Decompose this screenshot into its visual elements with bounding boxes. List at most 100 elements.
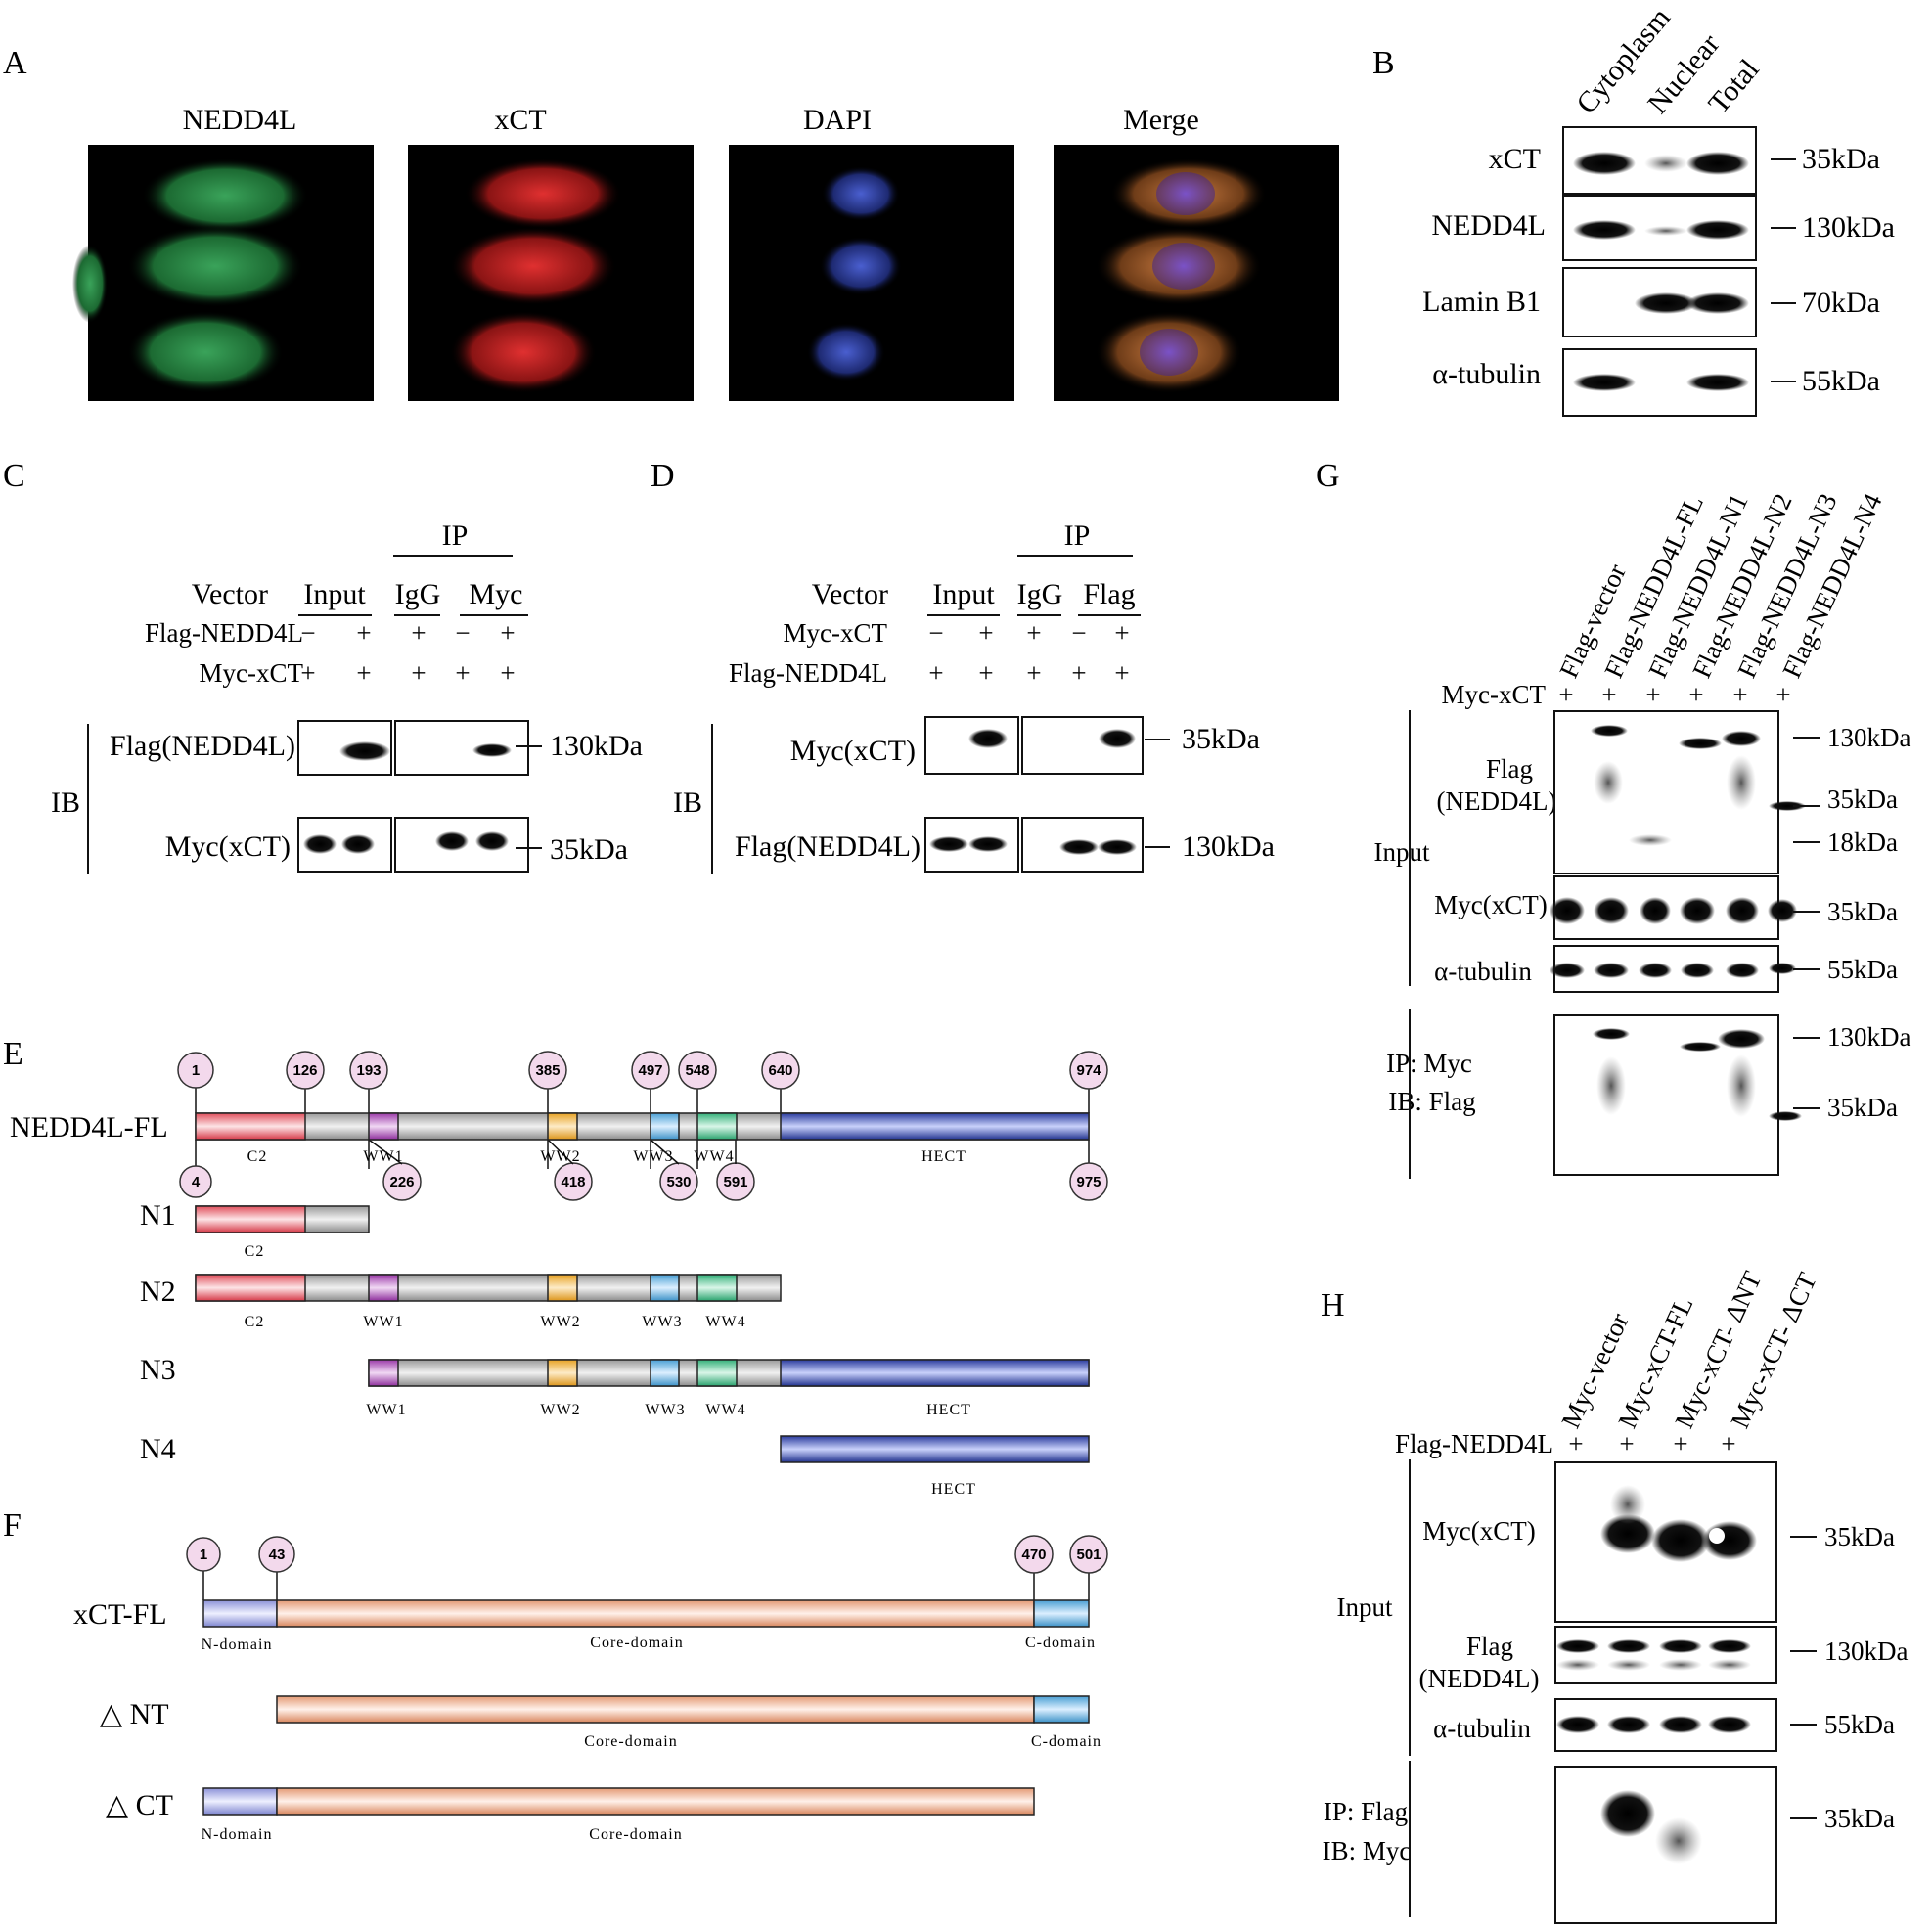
e-n3-label: N3 <box>140 1354 176 1386</box>
d-blot2-label: Flag(NEDD4L) <box>735 830 921 863</box>
e-fl-ww4: WW4 <box>694 1148 734 1165</box>
g-size-130b: 130kDa <box>1827 1022 1910 1052</box>
panel-h: H Myc-vector Myc-xCT-FL Myc-xCT- ΔNT Myc… <box>1321 1267 1908 1924</box>
d-r2-5: + <box>1114 618 1129 648</box>
g-size-18: 18kDa <box>1827 828 1898 857</box>
e-n3-ww4: WW4 <box>705 1402 745 1418</box>
e-n1-label: N1 <box>140 1199 176 1232</box>
c-r3-2: + <box>356 658 371 688</box>
f-dct-bar <box>202 1787 1035 1816</box>
panel-f: F xCT-FL 1 43 470 501 N-domain Core-doma… <box>3 1507 1108 1843</box>
g-size-35a: 35kDa <box>1827 785 1898 814</box>
e-fl-bar <box>195 1112 1090 1141</box>
f-dnt-core: Core-domain <box>584 1733 677 1750</box>
e-num-530: 530 <box>666 1174 691 1190</box>
h-size-55: 55kDa <box>1824 1710 1895 1739</box>
panel-d: D IP Vector Input IgG Flag Myc-xCT − + +… <box>651 458 1275 874</box>
d-ib-label: IB <box>673 786 702 819</box>
g-plus-3: + <box>1645 680 1660 709</box>
b-size-130: 130kDa <box>1802 211 1895 244</box>
e-n2-bar <box>195 1274 782 1302</box>
h-flag-nedd4l: Flag-NEDD4L <box>1395 1429 1553 1458</box>
f-num-1: 1 <box>200 1547 207 1563</box>
c-myc-label: Myc <box>470 578 523 610</box>
e-num-591: 591 <box>723 1174 747 1190</box>
g-size-130a: 130kDa <box>1827 723 1910 752</box>
d-r3-5: + <box>1114 658 1129 688</box>
h-blot-flag <box>1554 1626 1777 1684</box>
f-dnt-bar <box>276 1695 1090 1724</box>
a-label-xct: xCT <box>494 104 546 136</box>
micrograph-xct <box>408 145 694 401</box>
h-plus-1: + <box>1568 1429 1583 1458</box>
e-n4-hect: HECT <box>931 1481 976 1498</box>
e-n1-bar <box>195 1205 370 1233</box>
e-n2-ww4: WW4 <box>705 1314 745 1330</box>
h-ip-flag: IP: Flag <box>1324 1797 1408 1826</box>
g-input-label: Input <box>1374 837 1430 867</box>
panel-a: A NEDD4L xCT DAPI Merge <box>3 45 1339 401</box>
micrograph-nedd4l <box>72 145 374 401</box>
d-r2-1: − <box>928 618 943 648</box>
d-blot1-input <box>924 716 1019 775</box>
f-dnt-c: C-domain <box>1031 1733 1101 1750</box>
c-ib-label: IB <box>51 786 80 819</box>
a-label-nedd4l: NEDD4L <box>183 104 297 136</box>
c-r3-5: + <box>500 658 515 688</box>
g-size-35c: 35kDa <box>1827 1093 1898 1122</box>
micrograph-merge <box>1054 145 1339 401</box>
panel-label-d: D <box>651 458 675 494</box>
b-size-35: 35kDa <box>1802 143 1880 175</box>
d-ip-label: IP <box>1064 519 1091 552</box>
f-fl-label: xCT-FL <box>73 1598 167 1631</box>
h-plus-4: + <box>1721 1429 1735 1458</box>
panel-label-c: C <box>3 458 25 494</box>
b-size-55: 55kDa <box>1802 365 1880 397</box>
e-num-126: 126 <box>292 1062 317 1079</box>
e-fl-ww1: WW1 <box>363 1148 403 1165</box>
e-n3-ww1: WW1 <box>366 1402 406 1418</box>
panel-label-h: H <box>1321 1287 1345 1323</box>
d-r2-3: + <box>1026 618 1041 648</box>
g-ib-flag: IB: Flag <box>1388 1087 1475 1116</box>
c-r3-1: + <box>300 658 315 688</box>
b-row-xct: xCT <box>1489 143 1541 175</box>
b-row-tubulin: α-tubulin <box>1432 358 1541 390</box>
e-num-975: 975 <box>1076 1174 1101 1190</box>
e-n3-ww3: WW3 <box>645 1402 685 1418</box>
d-row3-label: Flag-NEDD4L <box>729 658 887 688</box>
e-n3-bar <box>368 1359 1090 1387</box>
d-input-label: Input <box>932 578 995 610</box>
h-blot-ip <box>1554 1766 1777 1924</box>
e-n4-label: N4 <box>140 1433 176 1465</box>
c-r2-3: + <box>411 618 426 648</box>
panel-label-g: G <box>1316 458 1340 494</box>
panel-c: C IP Vector Input IgG Myc Flag-NEDD4L − … <box>3 458 643 874</box>
h-size-130: 130kDa <box>1824 1637 1908 1666</box>
e-n2-ww2: WW2 <box>540 1314 580 1330</box>
c-r3-3: + <box>411 658 426 688</box>
h-myc-label: Myc(xCT) <box>1422 1516 1535 1546</box>
f-dct-core: Core-domain <box>589 1826 682 1843</box>
g-size-55: 55kDa <box>1827 955 1898 984</box>
c-blot1-label: Flag(NEDD4L) <box>110 730 295 762</box>
e-n3-hect: HECT <box>926 1402 971 1418</box>
e-num-548: 548 <box>685 1062 709 1079</box>
panel-label-f: F <box>3 1507 22 1544</box>
micrograph-dapi <box>729 145 1014 401</box>
e-fl-ww2: WW2 <box>540 1148 580 1165</box>
panel-label-a: A <box>3 45 27 81</box>
d-r3-2: + <box>978 658 993 688</box>
d-r2-2: + <box>978 618 993 648</box>
e-num-226: 226 <box>389 1174 414 1190</box>
f-num-43: 43 <box>269 1547 286 1563</box>
c-r2-4: − <box>455 618 470 648</box>
d-igg-label: IgG <box>1017 578 1063 610</box>
b-size-70: 70kDa <box>1802 287 1880 319</box>
g-plus-2: + <box>1601 680 1616 709</box>
g-size-35b: 35kDa <box>1827 897 1898 926</box>
h-input-label: Input <box>1337 1592 1393 1622</box>
d-r2-4: − <box>1071 618 1086 648</box>
f-dnt-label: △ NT <box>100 1698 169 1730</box>
